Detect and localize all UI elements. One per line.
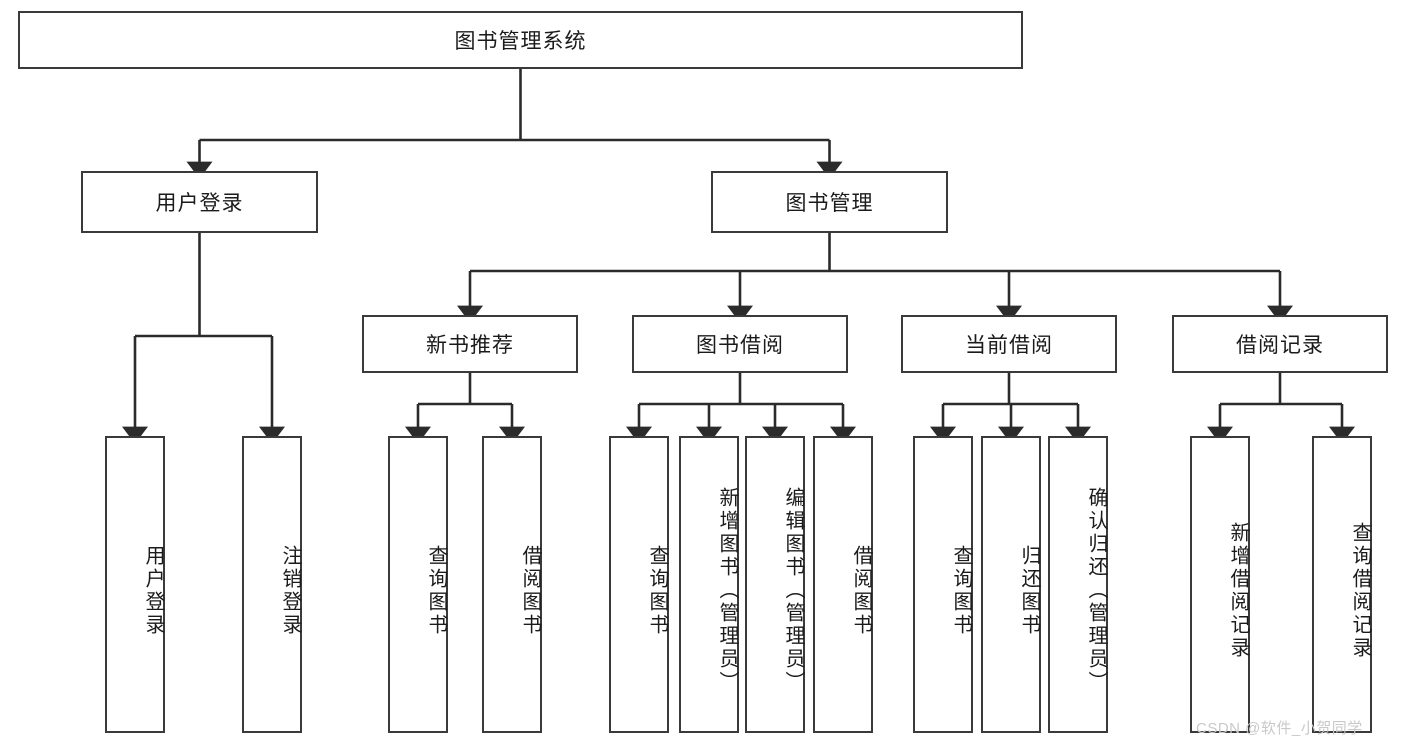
node-label-leaf-query-3: 查询图书 xyxy=(950,544,972,637)
node-leaf-query-3[interactable]: 查询图书 xyxy=(913,436,973,733)
node-label-current-borrow: 当前借阅 xyxy=(965,334,1053,357)
node-book-borrow[interactable]: 图书借阅 xyxy=(632,315,848,373)
csdn-watermark: CSDN @软件_小贺同学 xyxy=(1196,720,1363,737)
node-label-leaf-confirm: 确认归还（管理员） xyxy=(1085,487,1107,694)
node-label-book-borrow: 图书借阅 xyxy=(696,334,784,357)
node-leaf-query-2[interactable]: 查询图书 xyxy=(609,436,669,733)
node-leaf-edit-book[interactable]: 编辑图书（管理员） xyxy=(745,436,805,733)
node-label-leaf-query-1: 查询图书 xyxy=(425,544,447,637)
node-leaf-borrow-1[interactable]: 借阅图书 xyxy=(482,436,542,733)
node-root[interactable]: 图书管理系统 xyxy=(18,11,1023,69)
node-label-leaf-logout: 注销登录 xyxy=(279,544,301,637)
node-label-user-login: 用户登录 xyxy=(155,192,244,215)
node-new-book-rec[interactable]: 新书推荐 xyxy=(362,315,578,373)
node-leaf-user-login[interactable]: 用户登录 xyxy=(105,436,165,733)
node-borrow-record[interactable]: 借阅记录 xyxy=(1172,315,1388,373)
node-leaf-add-rec[interactable]: 新增借阅记录 xyxy=(1190,436,1250,733)
node-label-leaf-return: 归还图书 xyxy=(1018,544,1040,637)
node-leaf-borrow-2[interactable]: 借阅图书 xyxy=(813,436,873,733)
node-label-borrow-record: 借阅记录 xyxy=(1236,334,1324,357)
node-leaf-logout[interactable]: 注销登录 xyxy=(242,436,302,733)
node-label-leaf-add-rec: 新增借阅记录 xyxy=(1227,521,1249,660)
node-label-leaf-user-login: 用户登录 xyxy=(142,544,164,637)
node-label-leaf-query-rec: 查询借阅记录 xyxy=(1349,521,1371,660)
node-label-leaf-add-book: 新增图书（管理员） xyxy=(716,487,738,694)
node-label-new-book-rec: 新书推荐 xyxy=(426,334,514,357)
node-leaf-query-1[interactable]: 查询图书 xyxy=(388,436,448,733)
node-leaf-return[interactable]: 归还图书 xyxy=(981,436,1041,733)
node-label-leaf-edit-book: 编辑图书（管理员） xyxy=(782,487,804,694)
node-user-login[interactable]: 用户登录 xyxy=(81,171,318,233)
node-label-leaf-borrow-1: 借阅图书 xyxy=(519,544,541,637)
node-leaf-confirm[interactable]: 确认归还（管理员） xyxy=(1048,436,1108,733)
node-leaf-add-book[interactable]: 新增图书（管理员） xyxy=(679,436,739,733)
node-label-leaf-borrow-2: 借阅图书 xyxy=(850,544,872,637)
node-current-borrow[interactable]: 当前借阅 xyxy=(901,315,1117,373)
node-label-root: 图书管理系统 xyxy=(454,30,587,53)
node-leaf-query-rec[interactable]: 查询借阅记录 xyxy=(1312,436,1372,733)
node-label-leaf-query-2: 查询图书 xyxy=(646,544,668,637)
node-book-manage[interactable]: 图书管理 xyxy=(711,171,948,233)
node-label-book-manage: 图书管理 xyxy=(785,192,874,215)
